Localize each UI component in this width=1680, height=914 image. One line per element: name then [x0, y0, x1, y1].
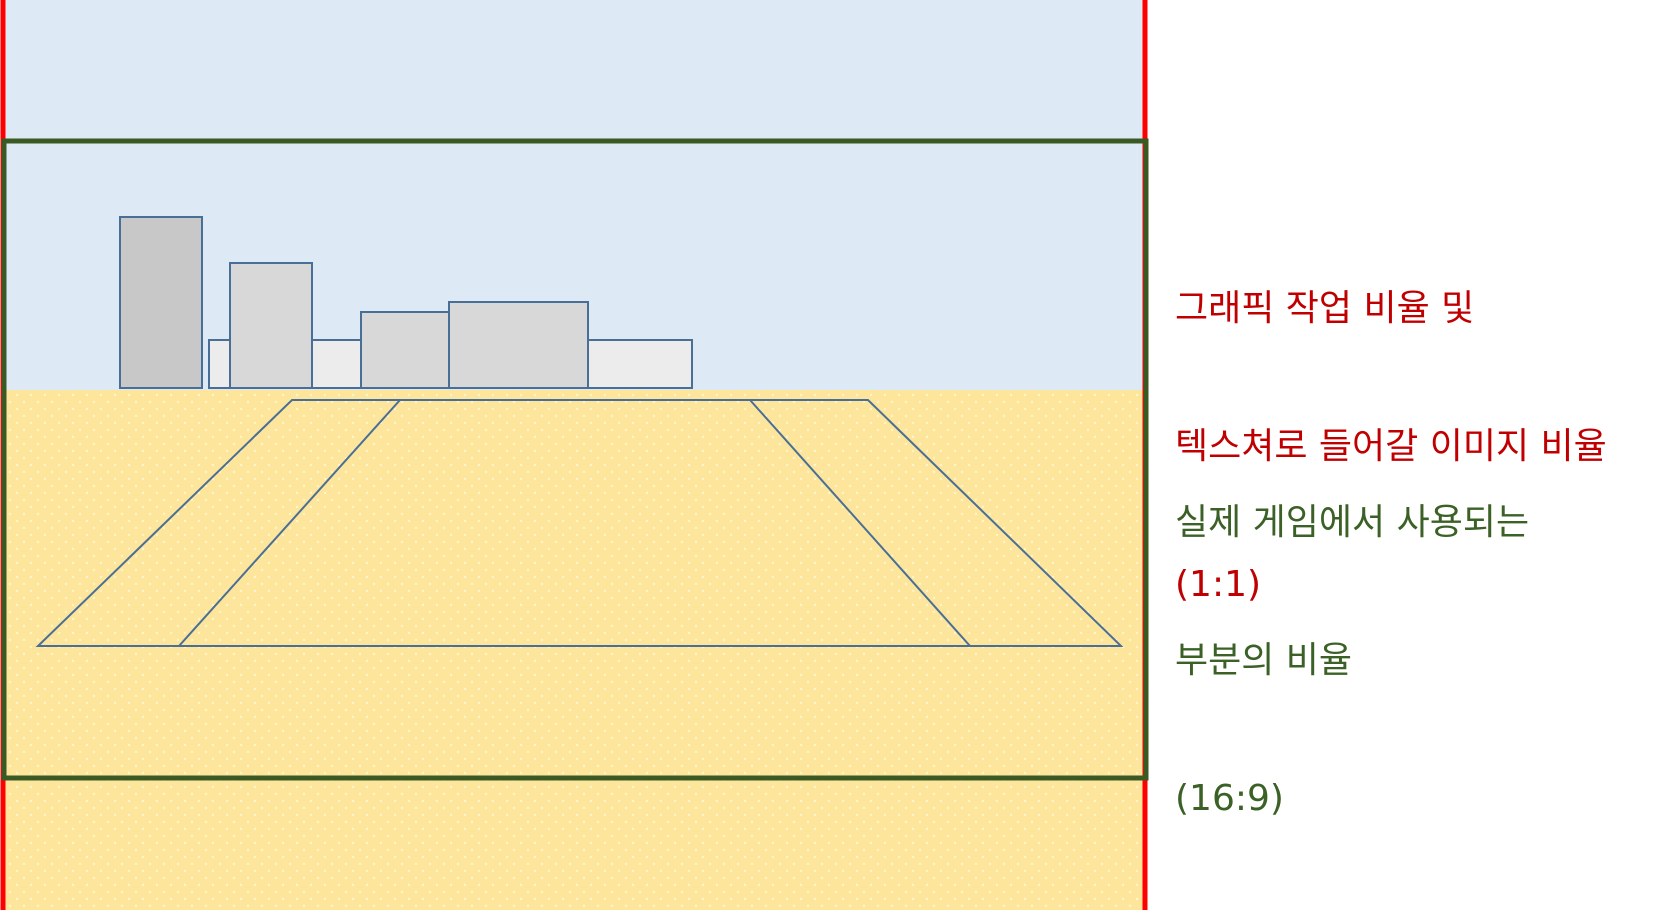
building-skyline: [119, 216, 693, 389]
game-frame-outline: [1, 138, 1149, 781]
building-short: [360, 311, 450, 389]
texture-caption-ratio: (1:1): [1175, 564, 1262, 605]
building-back-right: [586, 339, 693, 389]
ground-area: [4, 390, 1144, 910]
game-caption-line2: 부분의 비율: [1175, 640, 1353, 681]
texture-ratio-caption: 그래픽 작업 비율 및 텍스쳐로 들어갈 이미지 비율 (1:1): [1175, 194, 1607, 700]
building-tall: [119, 216, 203, 389]
building-wide: [448, 301, 589, 389]
road-trapezoid: [35, 399, 1124, 647]
road-lane-left: [178, 399, 401, 647]
texture-caption-line2: 텍스쳐로 들어갈 이미지 비율: [1175, 426, 1607, 467]
road-outline: [35, 399, 1124, 647]
game-caption-ratio: (16:9): [1175, 778, 1284, 819]
road-lane-right: [749, 399, 971, 647]
texture-caption-line1: 그래픽 작업 비율 및: [1175, 288, 1475, 329]
building-medium: [229, 262, 313, 389]
game-caption-line1: 실제 게임에서 사용되는: [1175, 502, 1530, 543]
game-ratio-caption: 실제 게임에서 사용되는 부분의 비율 (16:9): [1175, 408, 1529, 914]
